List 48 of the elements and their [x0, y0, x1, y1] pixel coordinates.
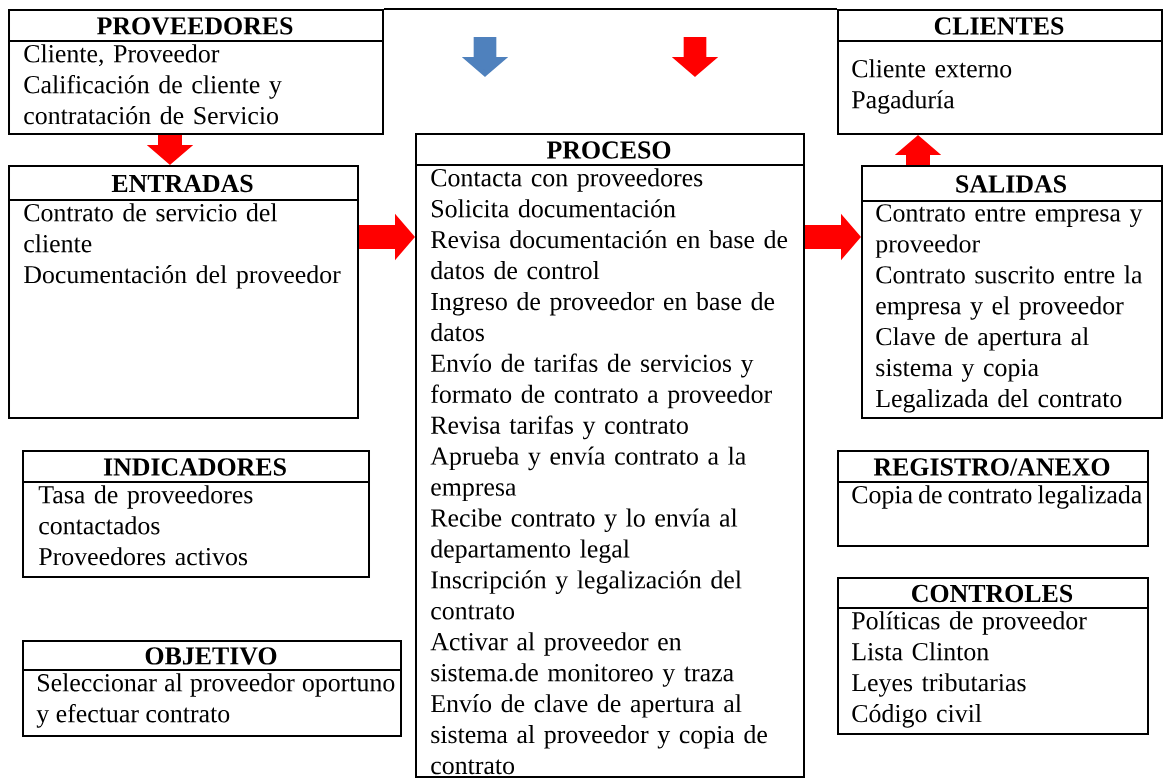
list-item: Tasa de proveedores contactados	[38, 485, 253, 535]
list-item: Lista Clinton	[852, 642, 989, 661]
list-item: Documentación del proveedor	[24, 265, 341, 289]
list-item: Contacta con proveedores	[431, 168, 703, 192]
list-item: Envío de clave de apertura al sistema al proveedor y copia de contrato	[431, 694, 767, 775]
list-item: Contrato de servicio del cliente	[24, 203, 278, 253]
list-item: Cliente externo	[852, 59, 1012, 78]
labeled-box	[21, 640, 402, 737]
box-heading: INDICADORES	[103, 458, 286, 476]
labeled-box	[21, 450, 370, 578]
list-item: Contrato entre empresa y proveedor	[875, 204, 1143, 258]
list-item: Contrato suscrito entre la empresa y el proveedor	[876, 265, 1143, 320]
labeled-box	[860, 165, 1163, 419]
list-item: Revisa documentación en base de datos de control	[431, 230, 788, 280]
list-item: Código civil	[852, 704, 982, 728]
box-heading: PROCESO	[546, 141, 671, 159]
labeled-box	[836, 9, 1163, 135]
connector-line	[383, 8, 838, 10]
list-item: Revisa tarifas y contrato	[431, 415, 688, 440]
labeled-box	[414, 133, 805, 778]
labeled-box	[7, 9, 384, 135]
list-item: Políticas de proveedor	[852, 611, 1087, 635]
box-heading: CONTROLES	[912, 584, 1073, 603]
labeled-box	[836, 450, 1149, 547]
list-item: Solicita documentación	[432, 199, 676, 218]
list-item: Seleccionar al proveedor oportuno y efectuar contrato	[36, 673, 395, 728]
list-item: Inscripción y legalización del contrato	[431, 570, 742, 620]
list-item: Envío de tarifas de servicios y formato de contrato a proveedor	[431, 353, 772, 409]
list-item: Aprueba y envía contrato a la empresa	[430, 446, 746, 502]
list-item: Proveedores activos	[39, 547, 248, 566]
list-item: Clave de apertura al sistema y copia	[876, 327, 1089, 382]
labeled-box	[7, 165, 359, 419]
box-heading: ENTRADAS	[111, 174, 253, 193]
list-item: Activar al proveedor en sistema.de monitoreo y traza	[430, 632, 734, 687]
box-heading: PROVEEDORES	[97, 17, 293, 35]
list-item: Recibe contrato y lo envía al departamento legal	[431, 508, 738, 563]
list-item: Pagaduría	[852, 90, 955, 114]
box-heading: SALIDAS	[956, 175, 1066, 193]
list-item: Leyes tributarias	[852, 673, 1026, 697]
box-heading: REGISTRO/ANEXO	[873, 458, 1110, 476]
list-item: Ingreso de proveedor en base de datos	[431, 292, 775, 342]
list-item: Copia de contrato legalizada	[852, 485, 1142, 509]
box-heading: OBJETIVO	[145, 647, 277, 665]
list-item: Legalizada del contrato	[876, 389, 1122, 413]
box-heading: CLIENTES	[934, 17, 1064, 35]
labeled-box	[836, 577, 1149, 735]
list-item: Calificación de cliente y contratación de Servicio	[24, 74, 282, 125]
list-item: Cliente, Proveedor	[24, 44, 220, 67]
